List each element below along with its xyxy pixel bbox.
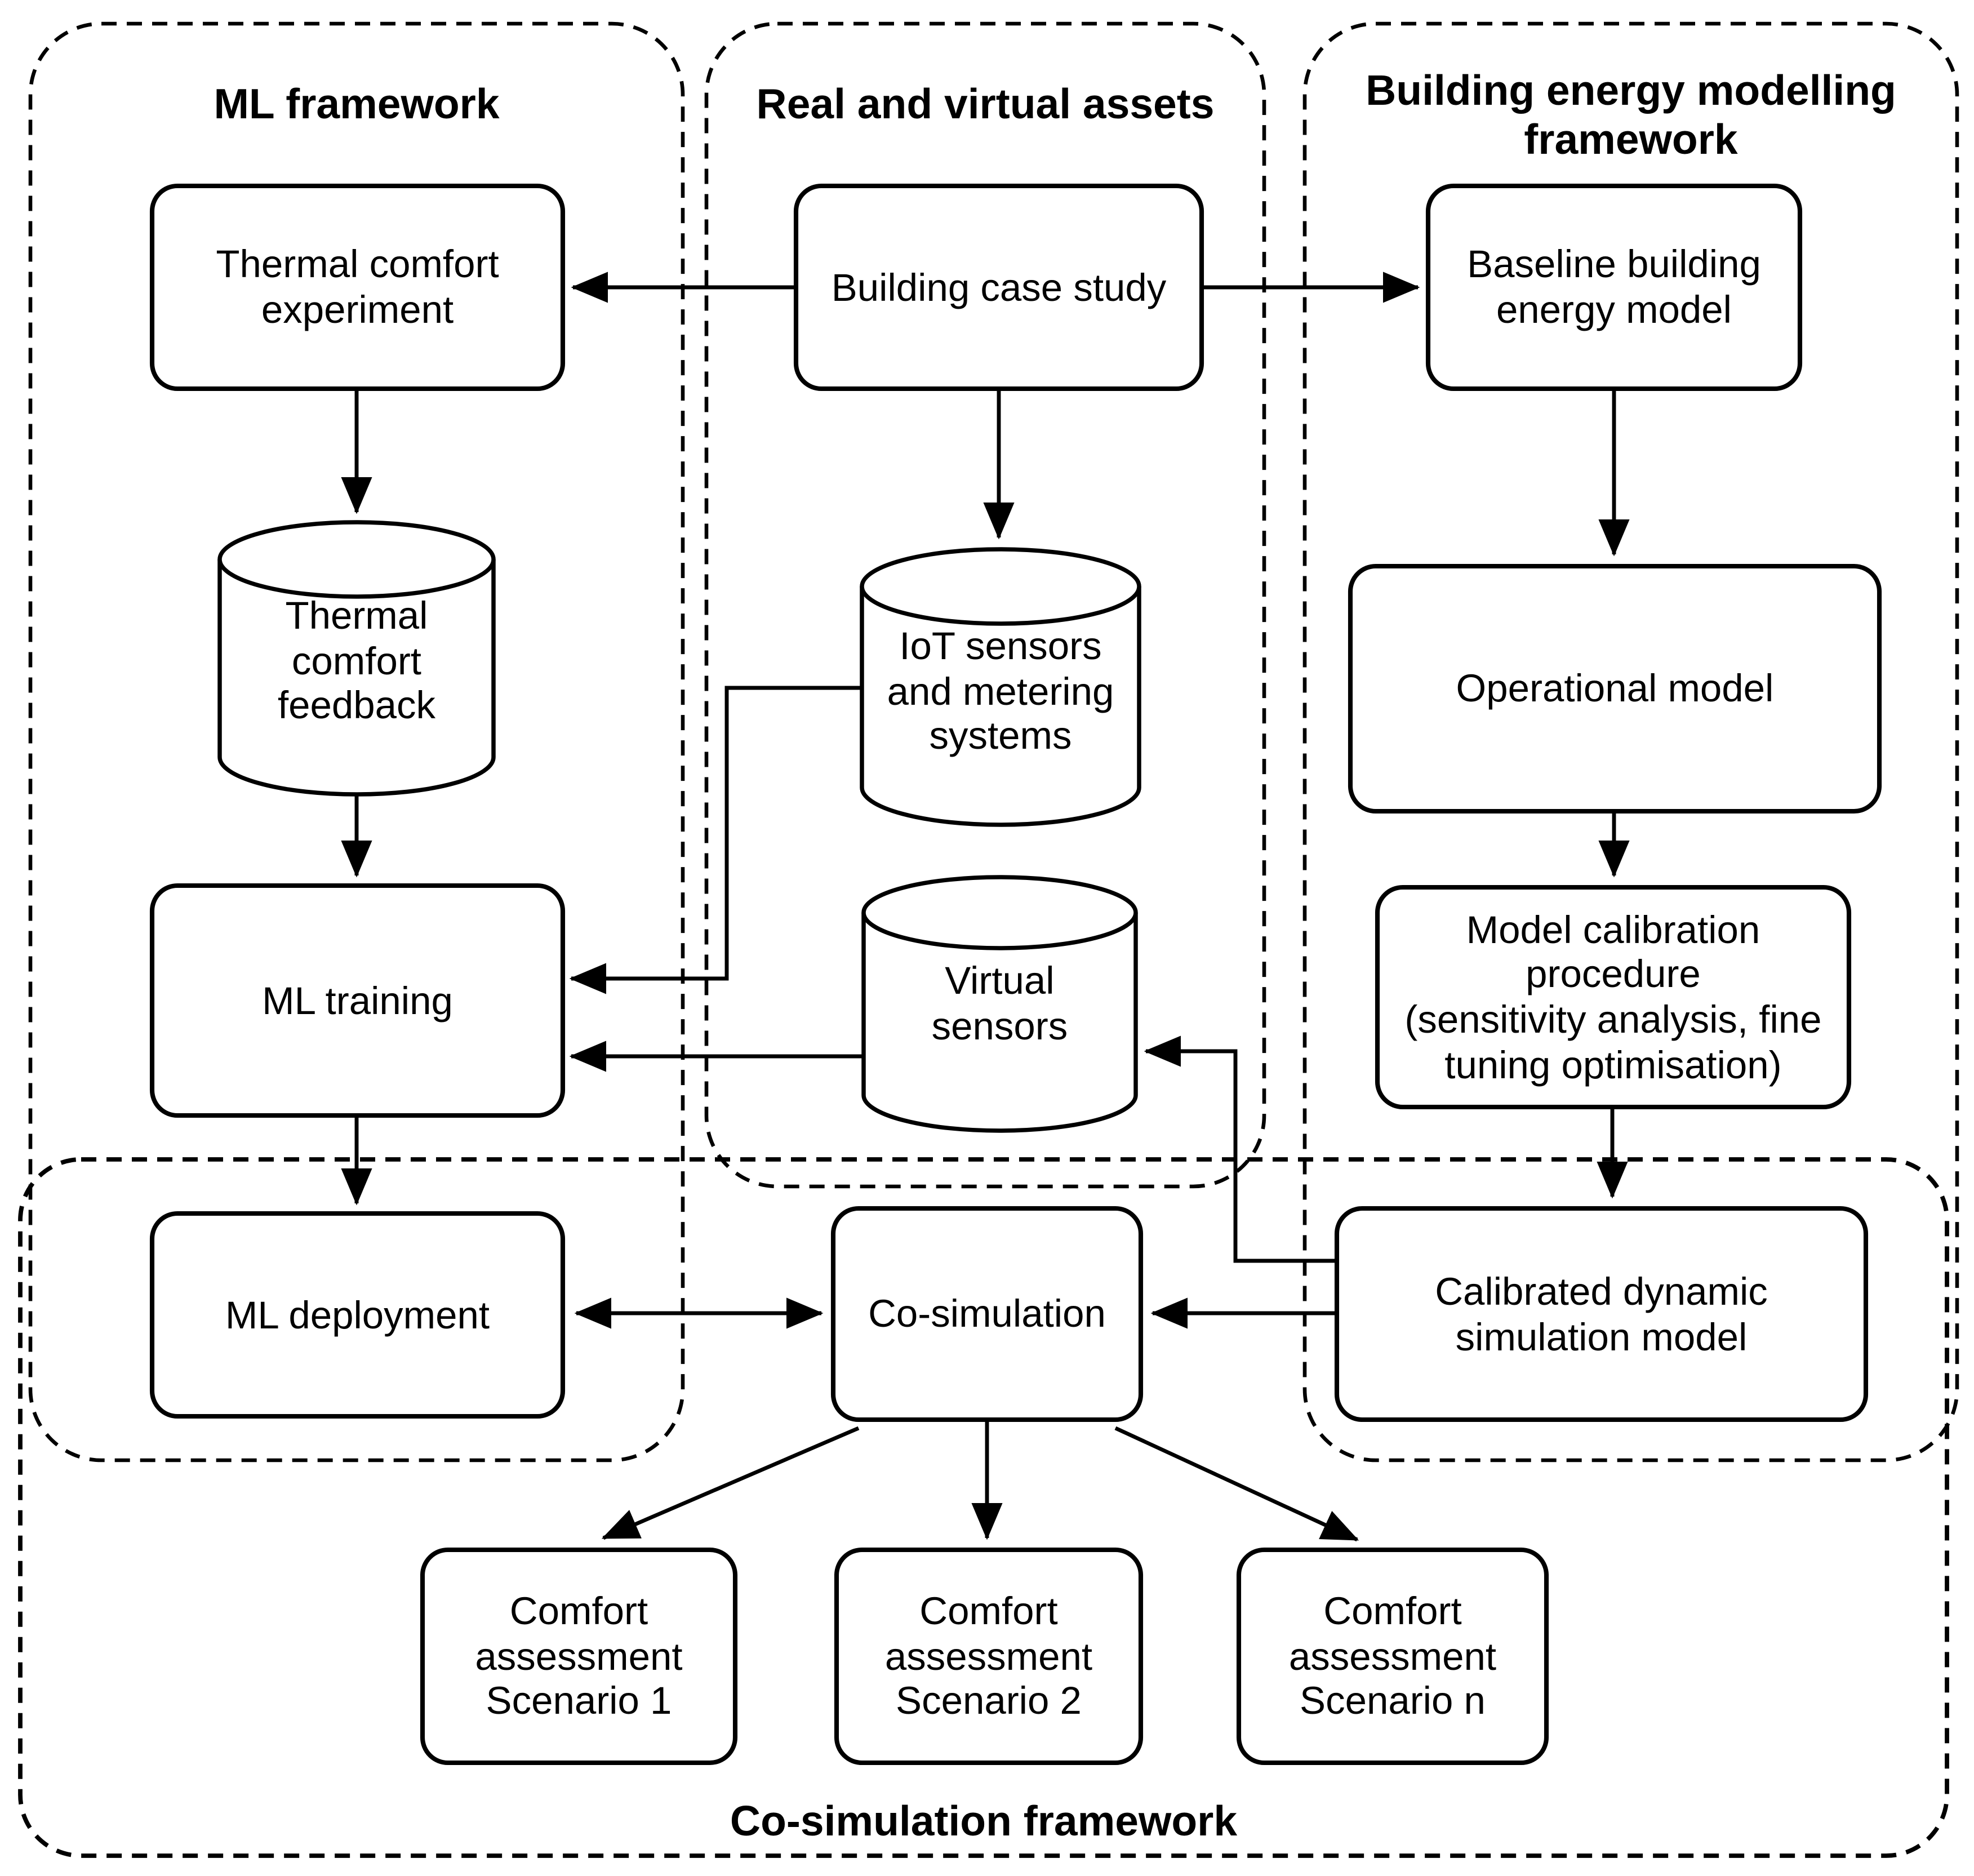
co-simulation-label: Co-simulation [868, 1291, 1106, 1336]
iot-sensors-cylinder-body [860, 586, 1141, 827]
ml-deployment-label: ML deployment [225, 1292, 490, 1336]
ml-framework-container [28, 21, 685, 1462]
iot-sensors-label: IoT sensors and metering systems [887, 623, 1114, 758]
iot-sensors-cylinder-top [860, 547, 1141, 626]
scenario-2-label: Comfort assessment Scenario 2 [884, 1588, 1093, 1723]
model-calibration-box [1375, 884, 1852, 1110]
thermal-comfort-experiment-label: Thermal comfort experiment [216, 242, 499, 331]
calibrated-model-box [1334, 1206, 1869, 1422]
virtual-sensors-cylinder-top [861, 875, 1138, 950]
thermal-comfort-feedback-cylinder-body [217, 559, 496, 797]
thermal-comfort-feedback-label: Thermal comfort feedback [277, 593, 436, 727]
virtual-sensors-cylinder-body [861, 913, 1138, 1133]
edge-calibrated-to-virtual [1144, 1035, 1337, 1263]
cylinders [217, 520, 1141, 1133]
baseline-building-energy-model-label: Baseline building energy model [1467, 242, 1761, 331]
edge-cosimulation-to-scenarion [1114, 1426, 1359, 1542]
thermal-comfort-experiment-box [149, 183, 566, 392]
scenario-n-box [1236, 1547, 1549, 1766]
ml-framework-title: ML framework [214, 81, 500, 128]
ml-deployment-box [149, 1211, 566, 1419]
assets-container [704, 21, 1266, 1189]
baseline-building-energy-model-box [1425, 183, 1803, 392]
nodes [149, 183, 1882, 1766]
co-simulation-box [830, 1206, 1144, 1422]
ml-training-label: ML training [262, 977, 453, 1022]
scenario-1-box [420, 1547, 738, 1766]
calibrated-model-label: Calibrated dynamic simulation model [1435, 1269, 1768, 1358]
virtual-sensors-label: Virtual sensors [931, 958, 1068, 1048]
building-case-study-label: Building case study [831, 264, 1167, 309]
ml-training-box [149, 883, 566, 1118]
bem-framework-title: Building energy modelling framework [1366, 68, 1896, 163]
edge-iot-to-mltraining [569, 686, 862, 994]
cosim-framework-container [18, 1157, 1949, 1858]
building-case-study-box [793, 183, 1204, 392]
operational-model-label: Operational model [1456, 666, 1774, 710]
model-calibration-label: Model calibration procedure (sensitivity… [1404, 906, 1822, 1087]
edge-cosimulation-to-scenario1 [601, 1426, 860, 1540]
thermal-comfort-feedback-cylinder-top [217, 520, 496, 599]
assets-title: Real and virtual assets [756, 81, 1215, 128]
bem-framework-container [1302, 21, 1959, 1462]
cosim-framework-title: Co-simulation framework [730, 1797, 1238, 1845]
scenario-n-label: Comfort assessment Scenario n [1288, 1588, 1497, 1723]
scenario-2-box [834, 1547, 1144, 1766]
operational-model-box [1348, 563, 1882, 814]
scenario-1-label: Comfort assessment Scenario 1 [475, 1588, 683, 1723]
edges [341, 272, 1630, 1542]
